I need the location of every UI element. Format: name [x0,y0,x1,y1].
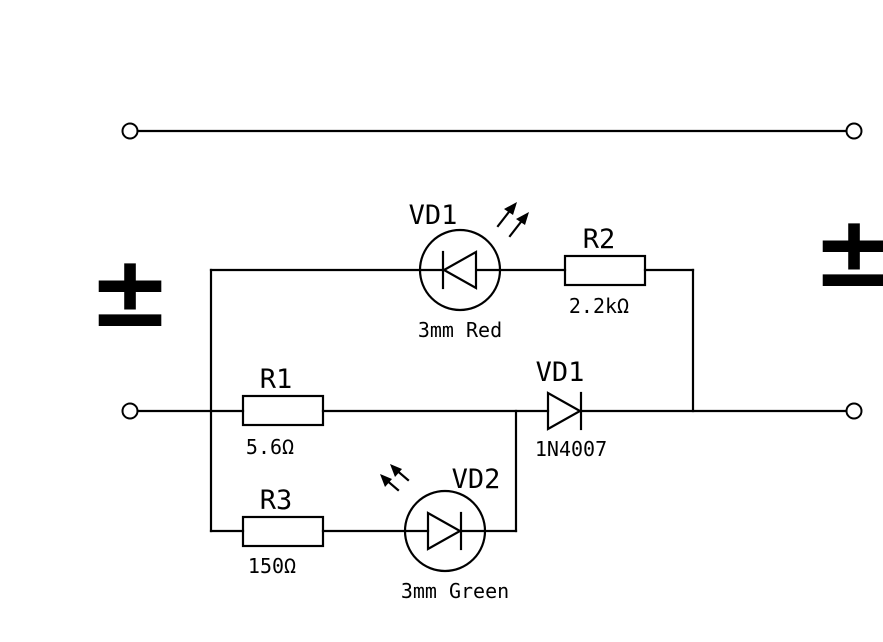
r1-ref: R1 [260,364,293,395]
r2-resistor [563,254,647,287]
vd1-led-ref: VD1 [409,200,458,231]
top-rail [121,122,863,140]
terminal-top-left [121,122,139,140]
terminal-bottom-left [121,402,139,420]
r3-ref: R3 [260,485,293,516]
circuit-wires [136,268,848,533]
r3-resistor [241,515,325,548]
r1-value: 5.6Ω [246,435,294,459]
terminal-bottom-right [845,402,863,420]
vd2-led-ref: VD2 [452,464,501,495]
r2-value: 2.2kΩ [569,294,629,318]
vd1-red-led [418,202,529,312]
r1-resistor [241,394,325,427]
vd2-led-value: 3mm Green [401,579,509,603]
light-arrows-icon [496,202,529,238]
r3-value: 150Ω [248,554,296,578]
vd1-rectifier-diode [546,391,583,431]
polarity-sign-right: ± [812,193,883,310]
light-arrows-icon [380,464,410,492]
vd1-led-value: 3mm Red [418,318,502,342]
vd1-diode-ref: VD1 [536,357,585,388]
polarity-sign-left: ± [88,233,172,350]
r2-ref: R2 [583,224,616,255]
vd1-diode-value: 1N4007 [535,437,607,461]
vd2-green-led [380,464,487,573]
terminal-top-right [845,122,863,140]
